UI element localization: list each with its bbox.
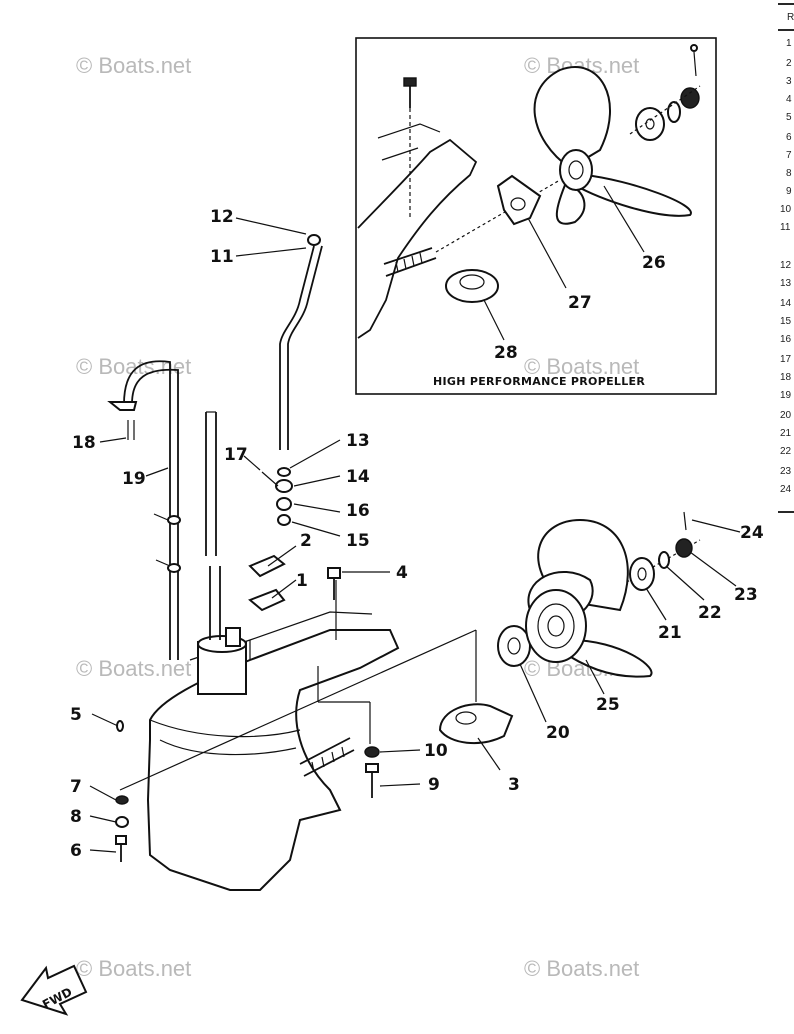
inset-bolt (403, 77, 417, 220)
callout-2: 2 (300, 531, 312, 551)
cropped-parts-table: R 12345678910111213141516171819202122232… (778, 3, 794, 513)
callout-22: 22 (698, 603, 722, 623)
callout-17: 17 (224, 445, 248, 465)
table-ref-number: 19 (780, 390, 792, 401)
callout-7: 7 (70, 777, 82, 797)
water-pump (197, 627, 247, 695)
callouts: 1 2 3 4 5 6 7 8 9 10 11 12 13 14 15 16 1… (70, 207, 764, 861)
watermark: © Boats.net (524, 956, 639, 981)
table-ref-number: 10 (780, 204, 792, 215)
callout-9: 9 (428, 775, 440, 795)
watermark: © Boats.net (76, 656, 191, 681)
callout-20: 20 (546, 723, 570, 743)
table-ref-number: 21 (780, 428, 792, 439)
callout-19: 19 (122, 469, 146, 489)
callout-11: 11 (210, 247, 234, 267)
table-ref-number: 15 (780, 316, 792, 327)
callout-14: 14 (346, 467, 370, 487)
table-ref-number: 12 (780, 260, 792, 271)
callout-6: 6 (70, 841, 82, 861)
table-ref-number: 2 (786, 58, 792, 69)
table-ref-number: 6 (786, 132, 792, 143)
callout-5: 5 (70, 705, 82, 725)
callout-23: 23 (734, 585, 758, 605)
callout-28: 28 (494, 343, 518, 363)
main-propeller-group (438, 511, 701, 745)
callout-18: 18 (72, 433, 96, 453)
table-ref-number: 20 (780, 410, 792, 421)
table-ref-number: 4 (786, 94, 792, 105)
table-ref-number: 18 (780, 372, 792, 383)
callout-26: 26 (642, 253, 666, 273)
lower-unit-assembly (119, 411, 477, 891)
callout-10: 10 (424, 741, 448, 761)
callout-25: 25 (596, 695, 620, 715)
forward-arrow: FWD (20, 964, 88, 1016)
propeller-hub (525, 589, 587, 663)
inset-high-performance-propeller: HIGH PERFORMANCE PROPELLER (355, 37, 717, 395)
inset-thrust-holder (445, 269, 499, 303)
shift-rod (261, 234, 323, 526)
table-ref-number: 14 (780, 298, 792, 309)
callout-3: 3 (508, 775, 520, 795)
callout-15: 15 (346, 531, 370, 551)
callout-13: 13 (346, 431, 370, 451)
table-ref-number: 13 (780, 278, 792, 289)
table-ref-number: 7 (786, 150, 792, 161)
table-ref-number: 16 (780, 334, 792, 345)
washer (658, 551, 670, 569)
callout-8: 8 (70, 807, 82, 827)
inset-gearcase (357, 138, 478, 339)
table-ref-number: 17 (780, 354, 792, 365)
callout-12: 12 (210, 207, 234, 227)
callout-1: 1 (296, 571, 308, 591)
table-ref-number: 9 (786, 186, 792, 197)
callout-16: 16 (346, 501, 370, 521)
inset-caption: HIGH PERFORMANCE PROPELLER (433, 375, 645, 388)
table-ref-number: 1 (786, 38, 792, 49)
table-ref-number: 11 (780, 222, 791, 233)
nut (675, 538, 693, 558)
watermark: © Boats.net (76, 53, 191, 78)
inset-prop-shaft (383, 247, 437, 277)
table-ref-number: 22 (780, 446, 792, 457)
table-ref-number: 24 (780, 484, 792, 495)
callout-21: 21 (658, 623, 682, 643)
inset-washer-nut (629, 44, 701, 141)
table-ref-number: 5 (786, 112, 792, 123)
anode (438, 703, 514, 745)
inset-propeller (533, 66, 692, 225)
watermark: © Boats.net (524, 354, 639, 379)
thrust-washer (497, 625, 531, 667)
watermark: © Boats.net (76, 354, 191, 379)
leader-lines (89, 217, 741, 853)
inset-spacer (496, 174, 542, 226)
watermark: © Boats.net (76, 956, 191, 981)
table-ref-number: 8 (786, 168, 792, 179)
callout-4: 4 (396, 563, 408, 583)
table-ref-number: 3 (786, 76, 792, 87)
callout-24: 24 (740, 523, 764, 543)
shift-plates (248, 554, 341, 612)
spacer (629, 557, 655, 591)
water-tube (107, 360, 181, 660)
callout-27: 27 (568, 293, 592, 313)
propeller-shaft (299, 737, 355, 777)
drive-shaft (205, 411, 221, 640)
table-header-ref: R (787, 12, 794, 23)
table-ref-number: 23 (780, 466, 792, 477)
